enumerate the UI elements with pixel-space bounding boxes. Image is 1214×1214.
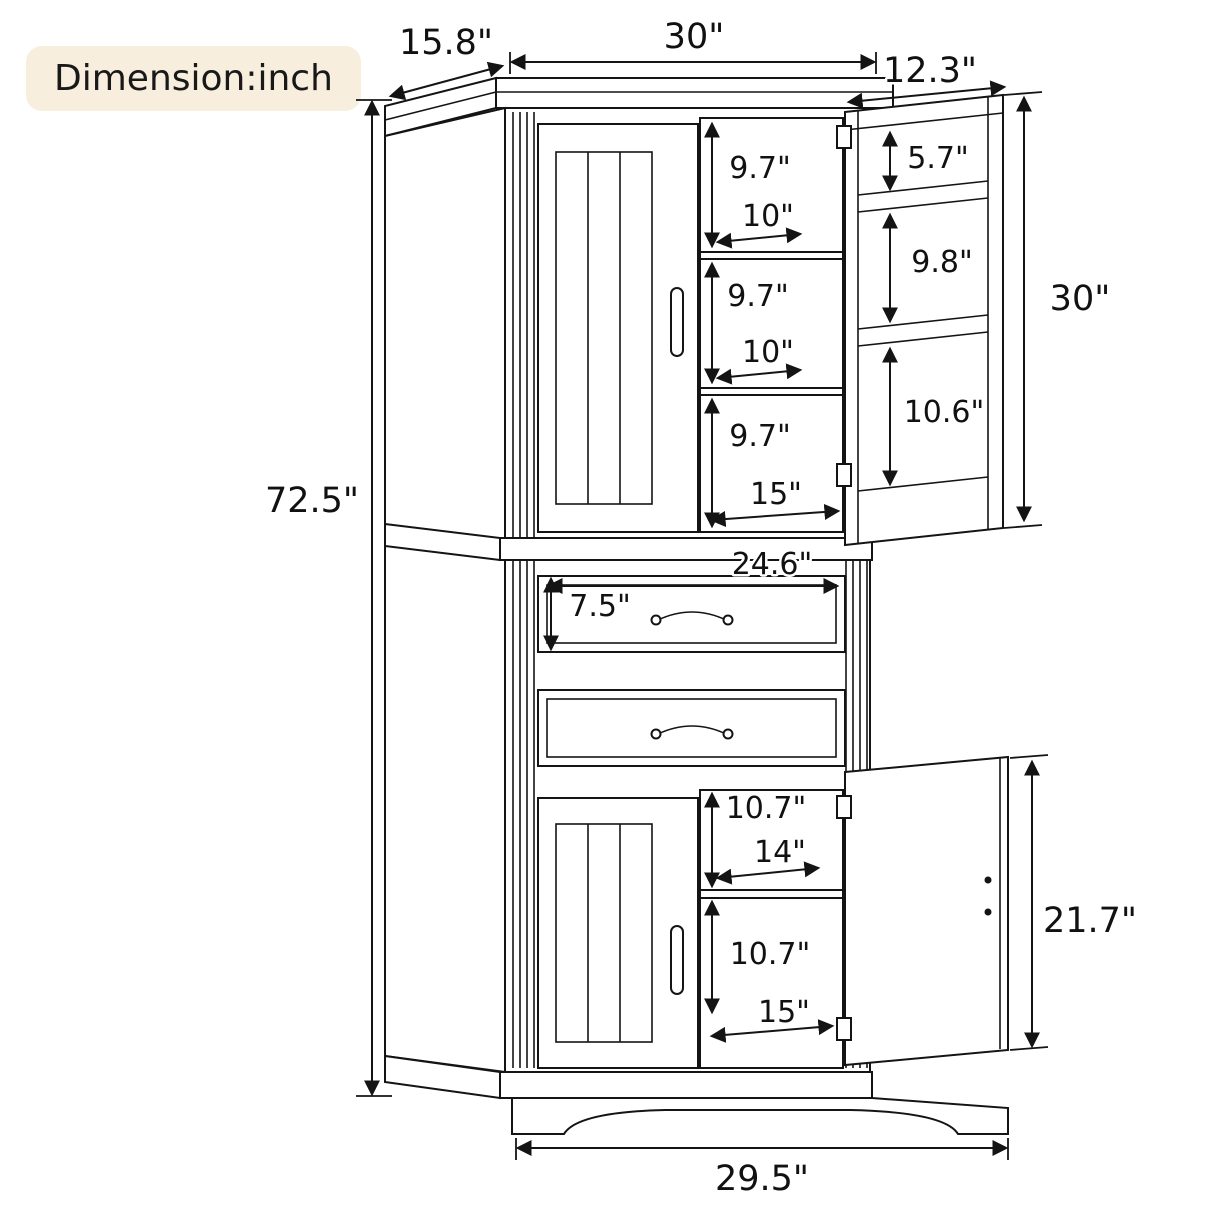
lower-hinge-top bbox=[836, 795, 852, 819]
dim-upper-shelf-depth-1: 10" bbox=[742, 199, 794, 234]
drawers bbox=[537, 575, 846, 767]
dim-open-door-width: 12.3" bbox=[883, 51, 977, 91]
dim-upper-interior-width: 15" bbox=[750, 477, 802, 512]
dim-lower-interior-width: 15" bbox=[758, 995, 810, 1030]
lower-door-hole-2 bbox=[984, 908, 992, 916]
dim-lower-section-1: 10.7" bbox=[726, 791, 807, 826]
drawer-2 bbox=[537, 689, 846, 767]
dim-upper-door-middle: 9.8" bbox=[911, 245, 973, 280]
dimension-labels: 15.8" 30" 12.3" 72.5" 9.7" 10" 9.7" 10" … bbox=[262, 15, 1139, 1202]
dimension-arrows bbox=[356, 52, 1049, 1160]
dim-drawer-width: 24.6" bbox=[732, 547, 813, 582]
upper-cabinet-interior bbox=[699, 117, 844, 533]
base-plinth bbox=[384, 1054, 1009, 1135]
upper-door-handle bbox=[670, 287, 684, 357]
dim-upper-door-top: 5.7" bbox=[907, 141, 969, 176]
lower-left-door-closed bbox=[537, 797, 699, 1069]
dim-lower-door-height: 21.7" bbox=[1043, 901, 1137, 941]
units-badge-label: Dimension:inch bbox=[54, 58, 333, 99]
dim-top-width: 30" bbox=[664, 17, 725, 57]
lower-door-handle bbox=[670, 925, 684, 995]
dim-top-depth: 15.8" bbox=[399, 23, 493, 63]
dim-upper-shelf-depth-2: 10" bbox=[742, 335, 794, 370]
dim-upper-door-height: 30" bbox=[1050, 279, 1111, 319]
lower-hinge-bottom bbox=[836, 1017, 852, 1041]
drawer-2-handle bbox=[657, 725, 727, 735]
drawer-1-handle bbox=[657, 611, 727, 621]
dim-upper-door-bottom: 10.6" bbox=[904, 395, 985, 430]
lower-door-hole-1 bbox=[984, 876, 992, 884]
dim-total-height: 72.5" bbox=[265, 481, 359, 521]
dim-lower-section-2: 10.7" bbox=[730, 937, 811, 972]
dim-base-width: 29.5" bbox=[715, 1159, 809, 1199]
upper-hinge-bottom bbox=[836, 463, 852, 487]
upper-left-door-closed bbox=[537, 123, 699, 533]
dim-upper-section-2: 9.7" bbox=[727, 279, 789, 314]
middle-divider bbox=[384, 522, 873, 562]
dim-upper-section-1: 9.7" bbox=[729, 151, 791, 186]
base-skirt bbox=[511, 1097, 1009, 1135]
dim-drawer-height: 7.5" bbox=[569, 589, 631, 624]
dim-upper-section-3: 9.7" bbox=[729, 419, 791, 454]
units-badge: Dimension:inch bbox=[26, 46, 361, 111]
upper-hinge-top bbox=[836, 125, 852, 149]
lower-right-door-open bbox=[836, 755, 1009, 1067]
dim-lower-shelf-depth: 14" bbox=[754, 835, 806, 870]
